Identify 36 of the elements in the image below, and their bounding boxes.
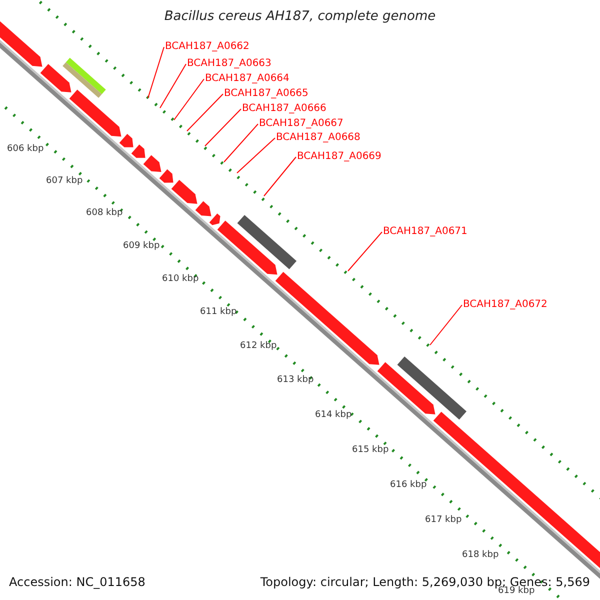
- tick-label: 615 kbp: [352, 445, 389, 455]
- accession-note: Accession: NC_011658: [9, 575, 146, 589]
- tick-label: 613 kbp: [277, 375, 314, 385]
- gene-label: BCAH187_A0665: [224, 88, 308, 100]
- leader-line: [224, 124, 258, 162]
- leader-line: [430, 304, 462, 346]
- tick-label: 619 kbp: [498, 586, 535, 596]
- leader-line: [264, 156, 296, 196]
- leader-line: [174, 78, 204, 120]
- gene-label: BCAH187_A0663: [187, 58, 272, 70]
- gene-label: BCAH187_A0666: [242, 103, 326, 115]
- tick-label: 614 kbp: [315, 410, 352, 420]
- gene-label: BCAH187_A0668: [276, 132, 360, 144]
- tick-label: 610 kbp: [162, 274, 199, 284]
- gene-label: BCAH187_A0672: [463, 299, 548, 311]
- leader-line: [186, 94, 224, 132]
- leader-line: [236, 138, 276, 174]
- leader-line: [148, 46, 164, 98]
- gene-label: BCAH187_A0664: [205, 73, 290, 85]
- tick-label: 618 kbp: [462, 550, 499, 560]
- tick-label: 617 kbp: [425, 515, 462, 525]
- tick-label: 609 kbp: [123, 241, 160, 251]
- leader-line: [160, 64, 186, 108]
- gene-label: BCAH187_A0669: [297, 151, 382, 163]
- gene-label: BCAH187_A0662: [165, 41, 250, 53]
- tick-label: 611 kbp: [200, 307, 237, 317]
- gene-label: BCAH187_A0671: [383, 226, 468, 238]
- tick-label: 607 kbp: [46, 176, 83, 186]
- tick-label: 612 kbp: [240, 341, 277, 351]
- gene-label: BCAH187_A0667: [259, 118, 344, 130]
- tick-label: 606 kbp: [7, 144, 44, 154]
- leader-line: [348, 232, 382, 272]
- title: Bacillus cereus AH187, complete genome: [163, 9, 437, 24]
- tick-label: 608 kbp: [86, 208, 123, 218]
- leader-line: [204, 108, 242, 146]
- tick-label: 616 kbp: [390, 480, 427, 490]
